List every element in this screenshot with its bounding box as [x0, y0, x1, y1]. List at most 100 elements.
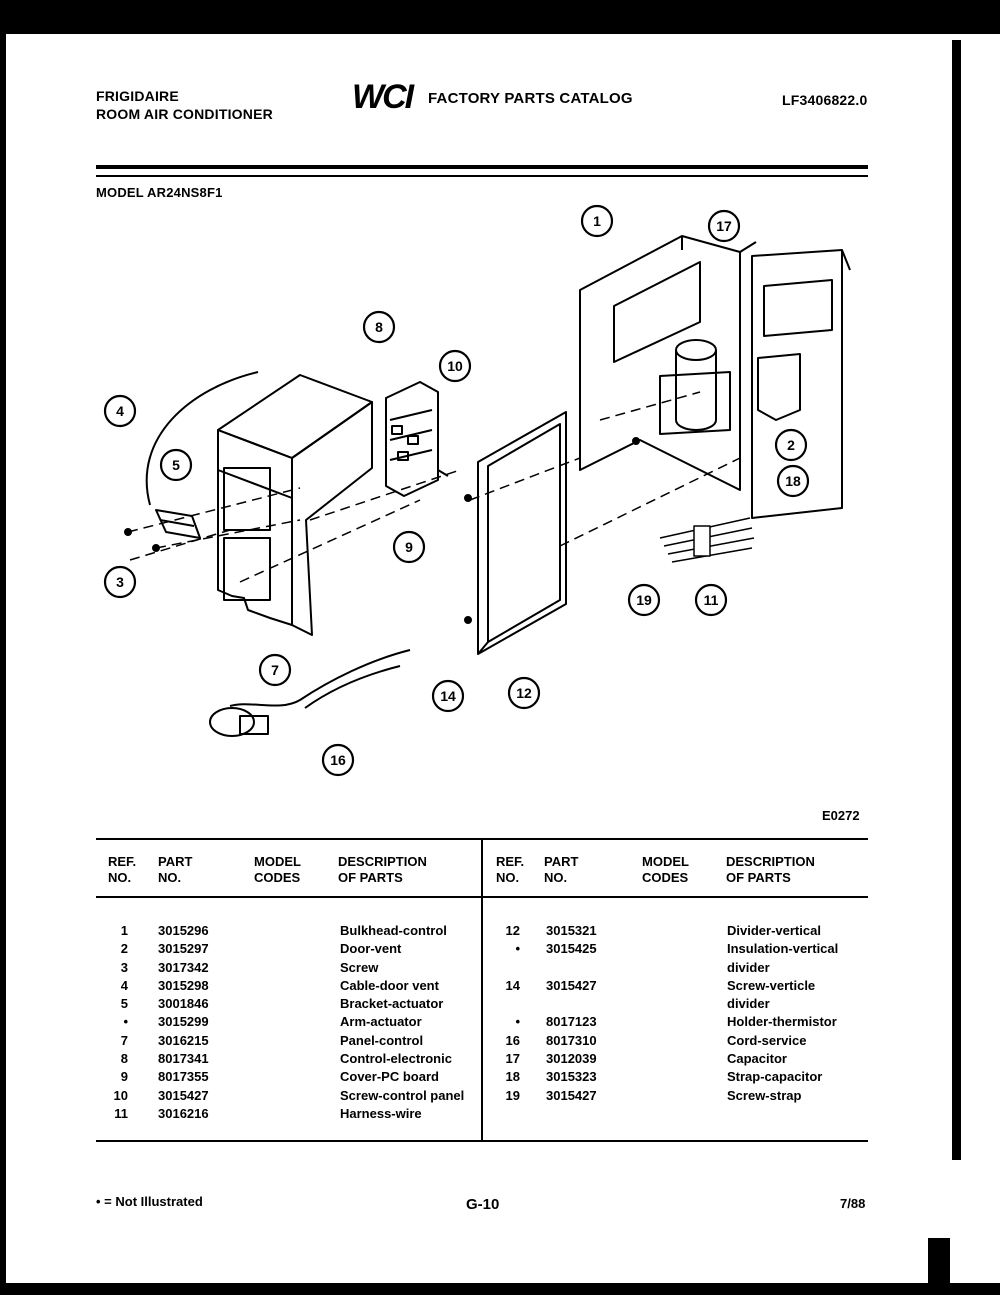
callout-circle [627, 583, 661, 617]
callout-label: 3 [116, 574, 124, 590]
wci-logo: WCI [352, 78, 414, 116]
part-number: 3012039 [546, 1051, 597, 1067]
callout-label: 7 [271, 662, 279, 678]
part-description: Panel-control [340, 1032, 424, 1048]
cable-door-vent [145, 371, 259, 506]
page-number: G-10 [466, 1196, 500, 1213]
callout-circle [159, 448, 193, 482]
callout-label: 4 [116, 403, 124, 419]
doc-number: LF3406822.0 [782, 92, 868, 108]
revision-date: 7/88 [840, 1196, 866, 1211]
callout-circle [774, 428, 808, 462]
part-number: 3015425 [546, 941, 597, 957]
ref-number: 17 [505, 1051, 520, 1067]
part-description: Arm-actuator [340, 1014, 422, 1030]
control-electronic [385, 381, 449, 497]
catalog-title: FACTORY PARTS CATALOG [428, 90, 633, 107]
part-description: Bracket-actuator [340, 996, 444, 1012]
part-description: Cover-PC board [340, 1069, 439, 1085]
part-number: 3015427 [546, 1087, 597, 1103]
ref-number: 10 [113, 1087, 128, 1103]
col-desc-right: DESCRIPTION OF PARTS [726, 854, 815, 885]
part-description: Screw [340, 959, 379, 975]
ref-number [500, 959, 520, 977]
col-part-right: PART NO. [544, 854, 579, 885]
part-description: Screw-control panel [340, 1087, 465, 1103]
cord-service [209, 649, 411, 737]
part-description: Strap-capacitor [727, 1069, 823, 1085]
part-description: Screw-verticle [727, 977, 816, 993]
product-name: ROOM AIR CONDITIONER [96, 106, 273, 122]
ref-number: • [123, 1014, 128, 1030]
ref-number: 5 [120, 996, 128, 1012]
part-number: 3015298 [158, 977, 209, 993]
part-number: 3016215 [158, 1032, 209, 1048]
scan-border-left [0, 0, 6, 1295]
ref-number: • [515, 1014, 520, 1030]
part-description: Harness-wire [340, 1105, 422, 1121]
col-desc-left: DESCRIPTION OF PARTS [338, 854, 427, 885]
scan-border-bottom [0, 1283, 1000, 1295]
part-number: 3015323 [546, 1069, 597, 1085]
model-label: MODEL AR24NS8F1 [96, 185, 223, 200]
callout-circle [103, 565, 137, 599]
callout-circle [438, 349, 472, 383]
part-description: Capacitor [727, 1051, 787, 1067]
callout-label: 16 [330, 752, 346, 768]
callout-circle [258, 653, 292, 687]
ref-number: 16 [505, 1032, 520, 1048]
callout-circle [392, 530, 426, 564]
harness-wire [659, 517, 755, 563]
part-number [546, 995, 597, 1013]
part-number: 3016216 [158, 1105, 209, 1121]
brand-name: FRIGIDAIRE [96, 88, 179, 104]
callout-circle [362, 310, 396, 344]
part-description: Bulkhead-control [340, 923, 447, 938]
callout-label: 14 [440, 688, 456, 704]
part-number: 8017355 [158, 1069, 209, 1085]
callout-label: 12 [516, 685, 532, 701]
callout-label: 18 [785, 473, 801, 489]
header-rule-thin [96, 175, 868, 177]
bulkhead-control [579, 235, 757, 491]
panel-control-housing [217, 374, 373, 636]
figure-code: E0272 [822, 808, 860, 823]
callout-label: 19 [636, 592, 652, 608]
ref-number: 9 [120, 1069, 128, 1085]
scan-mark [928, 1238, 950, 1288]
callout-label: 11 [704, 592, 719, 608]
col-model-right: MODEL CODES [642, 854, 689, 885]
part-description: Insulation-vertical [727, 941, 839, 957]
callout-circle [321, 743, 355, 777]
ref-number: 19 [505, 1087, 520, 1103]
header-rule [96, 165, 868, 169]
callout-label: 8 [375, 319, 383, 335]
col-ref-right: REF. NO. [496, 854, 525, 885]
part-description: divider [727, 996, 770, 1012]
callout-circle [431, 679, 465, 713]
ref-number: 1 [120, 923, 128, 938]
part-number: 3015427 [546, 977, 597, 993]
callout-circle [694, 583, 728, 617]
part-number: 3017342 [158, 959, 209, 975]
part-number [546, 959, 597, 977]
ref-number [500, 995, 520, 1013]
ref-number: 14 [505, 977, 520, 993]
ref-number: 18 [505, 1069, 520, 1085]
scan-border-right [952, 40, 961, 1160]
scan-border-top [0, 0, 1000, 34]
callout-label: 1 [593, 213, 601, 229]
part-description: Control-electronic [340, 1051, 452, 1067]
col-ref-left: REF. NO. [108, 854, 137, 885]
capacitor [659, 339, 731, 435]
table-divider [481, 840, 483, 1142]
callout-circle [707, 209, 741, 243]
callout-circle [580, 204, 614, 238]
side-panel [751, 249, 851, 519]
